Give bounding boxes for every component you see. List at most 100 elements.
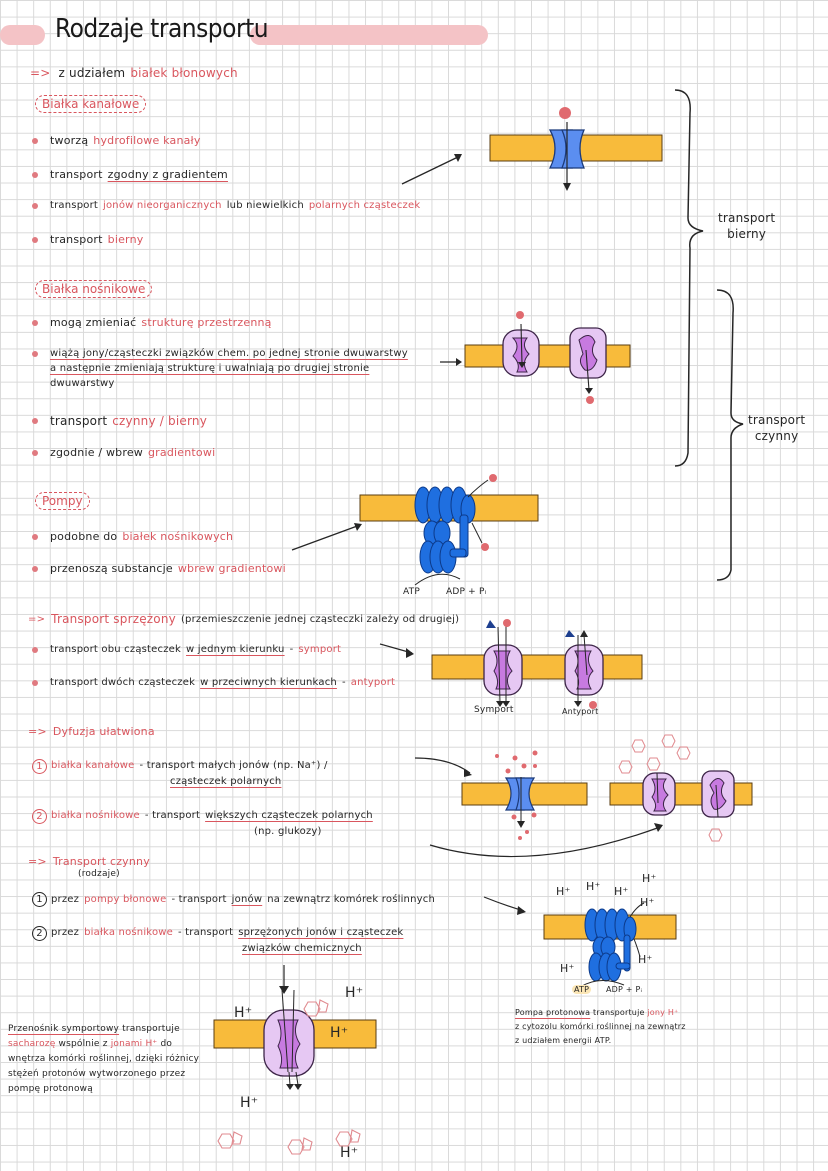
item-highlight: symport (298, 644, 342, 655)
coupled-note: (przemieszczenie jednej cząsteczki zależ… (180, 613, 460, 625)
heading-arrow: => (28, 725, 47, 738)
active-sub: (rodzaje) (78, 869, 120, 879)
proton-label: H⁺ (240, 1095, 259, 1111)
title-highlight-right (250, 25, 488, 45)
item-text: przez (51, 894, 80, 905)
item-highlight: wbrew gradientowi (177, 562, 286, 575)
item-text: lub niewielkich (226, 200, 304, 211)
bullet-icon (32, 202, 38, 209)
proton-pump-diagram (543, 902, 677, 988)
proton-label: H⁺ (640, 896, 655, 909)
channels-item: transport jonów nieorganicznych lub niew… (32, 200, 420, 211)
bullet-icon (32, 533, 38, 540)
note-text: do (160, 1039, 173, 1049)
item-highlight: białek nośnikowych (122, 530, 234, 543)
note-underline: Pompa protonowa (515, 1008, 591, 1017)
heading-arrow: => (28, 855, 47, 868)
sucrose-icon (217, 999, 361, 1155)
active-heading: Transport czynny (52, 855, 150, 868)
item-text: dwuwarstwy (50, 378, 115, 389)
bullet-icon (32, 171, 38, 178)
item-text: - transport (144, 810, 201, 821)
item-text: a następnie zmieniają strukturę i uwalni… (50, 363, 370, 374)
page-title: Rodzaje transportu (55, 14, 269, 44)
active-item: 1 przez pompy błonowe - transport jonów … (32, 892, 435, 907)
proton-label: H⁺ (340, 1145, 359, 1161)
coupled-heading: Transport sprzężony (51, 612, 176, 626)
bullet-icon (32, 137, 38, 144)
item-underline: w jednym kierunku (186, 644, 285, 655)
item-underline: sprzężonych jonów i cząsteczek (238, 927, 404, 938)
number-badge: 1 (32, 892, 47, 907)
note-text: transportuje (122, 1024, 180, 1034)
proton-label: H⁺ (638, 953, 653, 966)
bullet-icon (32, 449, 38, 456)
heading-arrow: => (28, 613, 46, 625)
item-underline: zgodny z gradientem (107, 168, 228, 181)
item-dash: - (289, 644, 294, 655)
channels-heading: Białka kanałowe (35, 95, 147, 113)
number-badge: 2 (32, 808, 47, 824)
proton-label: H⁺ (234, 1005, 253, 1021)
symporter-note: Przenośnik symportowy transportuje sacha… (8, 1022, 208, 1097)
molecule-icon (486, 620, 496, 628)
item-highlight: hydrofilowe kanały (93, 134, 201, 147)
symporter-diagram (213, 965, 377, 1155)
molecule-icon (565, 630, 575, 637)
item-label: białka kanałowe (51, 760, 135, 771)
proton-label: H⁺ (614, 885, 629, 898)
channels-item: transport zgodny z gradientem (32, 168, 228, 181)
carrier-diagram (464, 311, 631, 404)
note-text: transportuje (593, 1008, 645, 1017)
item-text: podobne do (50, 530, 118, 543)
proton-label: H⁺ (556, 885, 571, 898)
label-line: transport (748, 413, 806, 427)
arrow-icon (440, 358, 462, 366)
coupled-diagram (431, 619, 643, 709)
item-text: przez (51, 927, 80, 938)
pumps-heading: Pompy (35, 492, 90, 510)
item-text: przenoszą substancje (50, 562, 173, 575)
note-underline: Przenośnik symportowy (8, 1024, 120, 1034)
note-highlight: sacharozę (8, 1039, 56, 1049)
proton-label: H⁺ (586, 880, 601, 893)
item-text: transport obu cząsteczek (50, 644, 182, 655)
item-text: transport (50, 414, 108, 428)
item-text: - transport małych jonów (np. Na⁺) / (139, 760, 328, 771)
carriers-heading: Białka nośnikowe (35, 280, 153, 298)
note-text: z cytozolu komórki roślinnej na zewnątrz (515, 1022, 686, 1031)
arrow-icon (401, 154, 462, 185)
carriers-item: mogą zmieniać strukturę przestrzenną (32, 316, 272, 329)
channels-item: tworzą hydrofilowe kanały (32, 134, 201, 147)
pump-adp-label: ADP + Pᵢ (446, 587, 487, 597)
diffusion-channel-diagram (461, 750, 588, 840)
bullet-icon (32, 418, 38, 424)
title-highlight-left (0, 25, 45, 45)
item-text: transport (50, 200, 99, 211)
carriers-item: transport czynny / bierny (32, 414, 207, 428)
diffusion-heading: Dyfuzja ułatwiona (52, 725, 155, 738)
label-line: czynny (754, 429, 799, 443)
item-text: transport (50, 233, 103, 246)
coupled-item: transport obu cząsteczek w jednym kierun… (32, 644, 341, 655)
brace-passive-label: transport bierny (718, 210, 775, 242)
symport-label: Symport (474, 705, 514, 715)
intro-text: z udziałem (58, 66, 126, 80)
curved-arrow-icon (414, 757, 663, 858)
number-badge: 2 (32, 925, 47, 941)
coupled-heading-line: => Transport sprzężony (przemieszczenie … (28, 612, 459, 626)
item-underline: większych cząsteczek polarnych (205, 810, 373, 821)
bullet-icon (32, 565, 38, 572)
item-text: cząsteczek polarnych (170, 776, 282, 787)
proton-label: H⁺ (345, 985, 364, 1001)
label-line: transport (718, 211, 776, 225)
number-badge: 1 (32, 758, 47, 774)
diffusion-item: 2 białka nośnikowe - transport większych… (32, 808, 373, 840)
arrow-icon (483, 896, 526, 915)
bullet-icon (32, 350, 38, 357)
intro-arrow: => (30, 66, 51, 80)
coupled-item: transport dwóch cząsteczek w przeciwnych… (32, 677, 395, 688)
note-highlight: jonami H⁺ (110, 1039, 158, 1049)
proton-atp-label: ATP (572, 985, 592, 994)
item-text: wiążą jony/cząsteczki związków chem. po … (50, 348, 408, 359)
